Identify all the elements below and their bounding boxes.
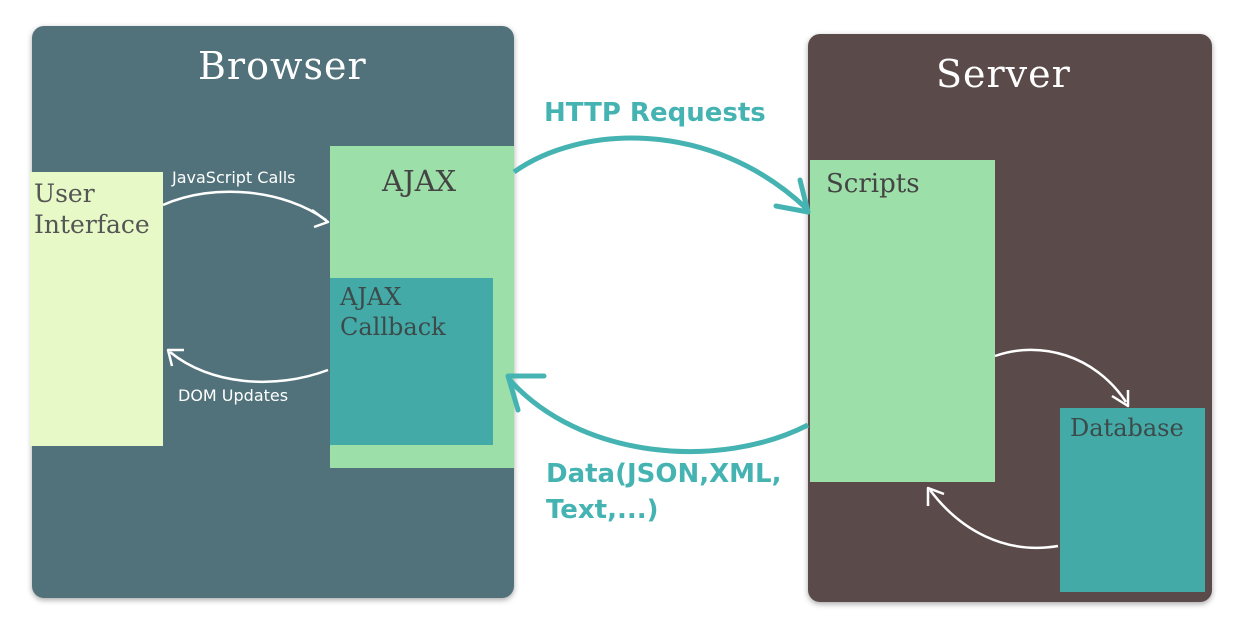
- dom-updates-arrow: [169, 351, 329, 383]
- dom-updates-label: DOM Updates: [178, 386, 289, 405]
- data-response-arrow: [506, 376, 810, 454]
- user-interface-label: User Interface: [34, 179, 150, 240]
- user-interface-box: User Interface: [30, 172, 163, 446]
- scripts-to-database-arrowhead: [1111, 390, 1130, 408]
- ajax-callback-label: AJAX Callback: [340, 283, 446, 341]
- ajax-callback-box: AJAX Callback: [330, 278, 493, 445]
- database-box: Database: [1060, 408, 1205, 592]
- server-title: Server: [936, 52, 1071, 96]
- http-requests-arrowhead: [773, 177, 811, 215]
- database-label: Database: [1070, 414, 1184, 442]
- ajax-label: AJAX: [382, 164, 457, 198]
- http-requests-arrow: [512, 135, 808, 210]
- scripts-to-database-arrow: [994, 348, 1128, 403]
- browser-title: Browser: [198, 44, 367, 88]
- javascript-calls-label: JavaScript Calls: [172, 168, 296, 187]
- javascript-calls-arrowhead: [311, 209, 330, 229]
- scripts-label: Scripts: [826, 169, 920, 199]
- database-to-scripts-arrowhead: [926, 486, 945, 506]
- database-to-scripts-arrow: [929, 489, 1059, 550]
- javascript-calls-arrow: [162, 190, 327, 222]
- dom-updates-arrowhead: [166, 348, 184, 367]
- data-response-label: Data(JSON,XML, Text,...): [546, 459, 782, 525]
- data-response-arrowhead: [505, 373, 547, 413]
- scripts-box: Scripts: [810, 160, 995, 482]
- http-requests-label: HTTP Requests: [544, 98, 766, 128]
